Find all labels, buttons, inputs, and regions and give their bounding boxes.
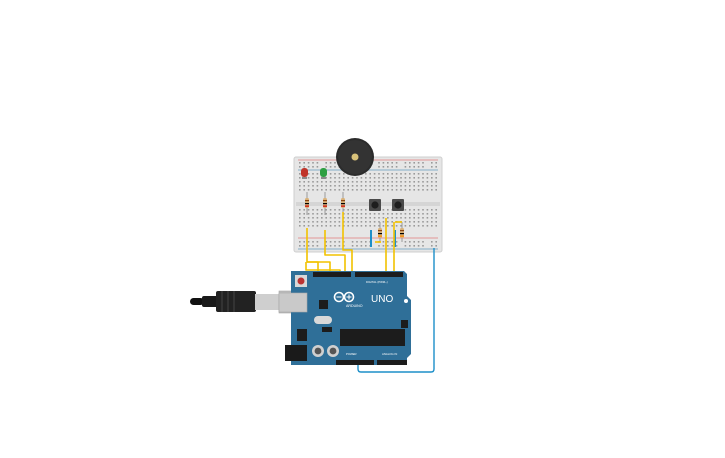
led-green[interactable] — [320, 168, 327, 179]
arduino-logo-icon — [333, 291, 355, 303]
resistor-3[interactable] — [341, 192, 345, 215]
resistor-1[interactable] — [305, 192, 309, 215]
pushbutton-2[interactable] — [392, 199, 404, 211]
pushbutton-1[interactable] — [369, 199, 381, 211]
power-label: POWER — [346, 352, 357, 356]
logo-label: ARDUINO — [346, 304, 363, 308]
piezo-buzzer[interactable] — [336, 138, 374, 176]
blue-wire[interactable] — [357, 248, 435, 373]
resistor-2[interactable] — [323, 192, 327, 215]
breadboard-ground-jumpers — [370, 230, 396, 247]
arduino-uno-board[interactable]: UNO ARDUINO DIGITAL (PWM~) POWER ANALOG … — [278, 271, 411, 365]
led-red[interactable] — [301, 168, 308, 179]
digital-label: DIGITAL (PWM~) — [366, 280, 388, 284]
analog-label: ANALOG IN — [382, 352, 397, 356]
resistor-4[interactable] — [378, 222, 382, 242]
breadboard[interactable] — [293, 156, 443, 253]
resistor-5[interactable] — [400, 222, 404, 242]
model-label: UNO — [371, 294, 393, 305]
breadboard-holes — [299, 162, 437, 247]
